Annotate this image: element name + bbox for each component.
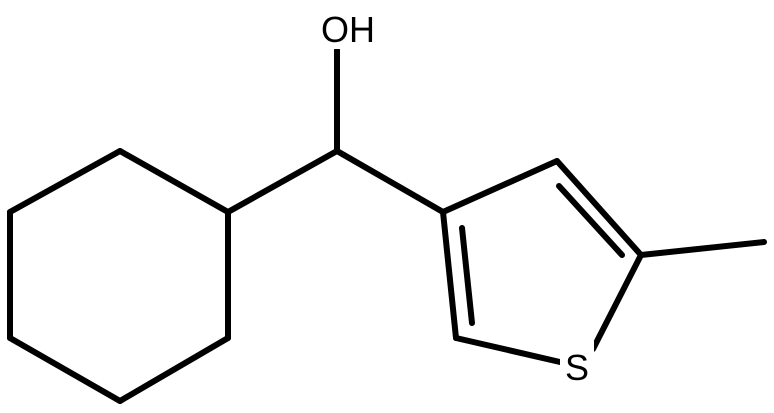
bond-c4-c5-inner (556, 183, 625, 258)
bond-s-c2 (453, 335, 563, 365)
bond-c3-c4 (440, 158, 560, 215)
bond-cy1-cy2 (117, 148, 231, 215)
bond-c4-c5-outer (554, 158, 644, 258)
bond-cy4-cy5 (7, 335, 123, 404)
oh-label: OH (321, 9, 375, 50)
sulfur-label-mask (560, 341, 594, 385)
bond-c5-s (590, 252, 644, 352)
bond-cy1-carbinol (225, 148, 340, 215)
bond-c2-c3-outer (440, 209, 459, 341)
sulfur-label: S (565, 347, 589, 388)
bond-carbinol-c3 (334, 148, 446, 215)
sulfur-label-group: S (560, 341, 594, 388)
bond-cy2-cy3 (7, 148, 123, 215)
thiophene-ring (440, 158, 644, 365)
bond-c2-c3-inner (459, 225, 475, 326)
bond-c5-methyl (638, 239, 767, 258)
cyclohexane-ring (7, 148, 231, 404)
bond-cy5-cy6 (117, 335, 231, 404)
oh-label-mask (312, 5, 384, 49)
oh-label-group: OH (312, 5, 384, 50)
